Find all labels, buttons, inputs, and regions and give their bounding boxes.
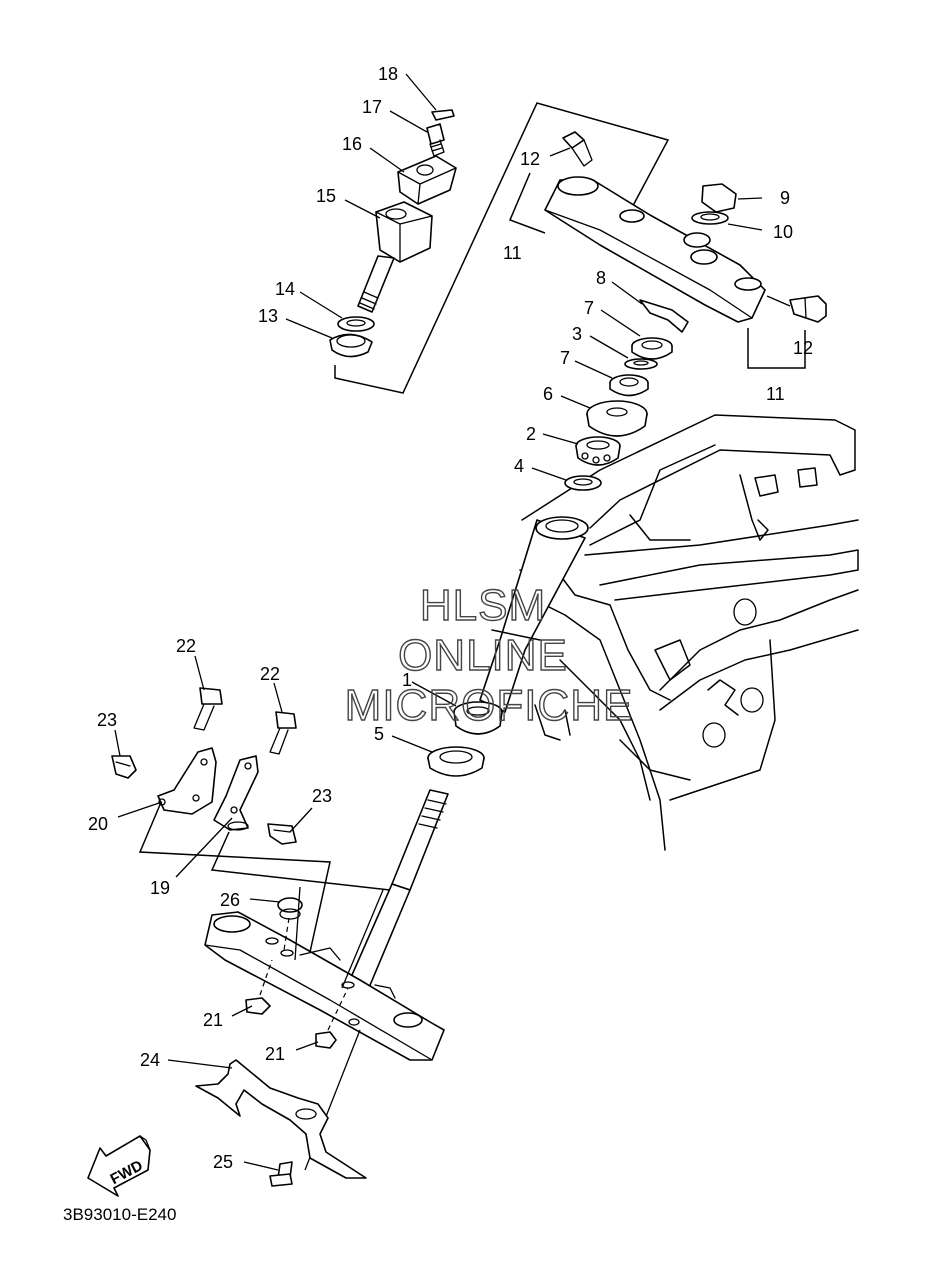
callout-4: 4: [514, 456, 524, 476]
callout-9: 9: [780, 188, 790, 208]
callout-5: 5: [374, 724, 384, 744]
head-pipe: [479, 516, 589, 713]
upper-bracket: [544, 131, 827, 323]
callout-7-upper: 7: [584, 298, 594, 318]
under-bracket-and-stem: [204, 789, 449, 1061]
callout-7-lower: 7: [560, 348, 570, 368]
callout-12-top: 12: [520, 149, 540, 169]
callout-25: 25: [213, 1152, 233, 1172]
callout-11-top: 11: [503, 243, 522, 263]
callout-20: 20: [88, 814, 108, 834]
brace-connector-line: [294, 886, 301, 961]
callout-24: 24: [140, 1050, 160, 1070]
callout-22-left: 22: [176, 636, 196, 656]
callout-17: 17: [362, 97, 382, 117]
callout-6: 6: [543, 384, 553, 404]
callout-15: 15: [316, 186, 336, 206]
callout-3: 3: [572, 324, 582, 344]
leader-lines: [114, 73, 791, 1171]
cable-guide-brackets: [111, 687, 297, 845]
watermark-line-1: HLSM: [420, 581, 546, 630]
callout-12-right: 12: [793, 338, 813, 358]
callout-11-right: 11: [766, 384, 785, 404]
diagram-code: 3B93010-E240: [63, 1205, 176, 1224]
stem-axis-line-1: [341, 889, 384, 989]
centerline-nut-1: [259, 959, 273, 996]
callout-10: 10: [773, 222, 793, 242]
callout-23-left: 23: [97, 710, 117, 730]
callout-14: 14: [275, 279, 295, 299]
lower-plate-bracket: [195, 1059, 367, 1187]
callout-1: 1: [402, 670, 412, 690]
steering-stem-stack: [564, 299, 689, 491]
group-bracket-19-20: [138, 799, 331, 953]
callout-8: 8: [596, 268, 606, 288]
callout-13: 13: [258, 306, 278, 326]
group-bracket-19-20-b: [210, 831, 391, 891]
group-bracket-11-right: [747, 328, 806, 369]
lower-bearing-set: [427, 701, 503, 777]
callout-19: 19: [150, 878, 170, 898]
callout-22-right: 22: [260, 664, 280, 684]
callout-labels: 18 17 16 15 14 13 12 11 9 10 12 11 8 7 3…: [88, 64, 813, 1172]
motorcycle-frame: [519, 414, 859, 851]
group-bracket-11-left: [509, 172, 546, 234]
callout-21-left: 21: [203, 1010, 223, 1030]
handlebar-holder-assembly: [329, 109, 457, 358]
group-bracket-top-left: [334, 102, 670, 394]
callout-16: 16: [342, 134, 362, 154]
callout-21-right: 21: [265, 1044, 285, 1064]
watermark-line-3: MICROFICHE: [345, 681, 634, 730]
callout-2: 2: [526, 424, 536, 444]
fwd-arrow-icon: FWD: [87, 1135, 151, 1197]
centerline-nut-2: [327, 987, 349, 1031]
watermark-line-2: ONLINE: [398, 631, 568, 680]
callout-26: 26: [220, 890, 240, 910]
watermark: HLSM ONLINE MICROFICHE: [344, 580, 634, 730]
callout-23-right: 23: [312, 786, 332, 806]
callout-18: 18: [378, 64, 398, 84]
